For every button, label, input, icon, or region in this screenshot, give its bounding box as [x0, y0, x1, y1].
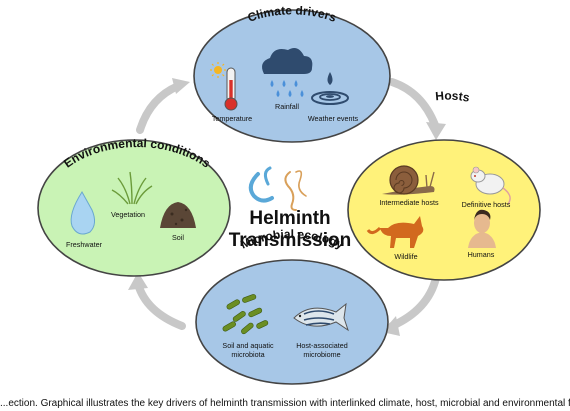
center-title-line2: Transmission	[229, 230, 352, 251]
water-drop-icon	[70, 191, 96, 235]
fox-icon	[366, 216, 424, 248]
thermometer-icon	[224, 67, 238, 111]
climate-item-temperature: Temperature	[212, 114, 252, 123]
rain-cloud-icon	[262, 48, 313, 97]
microbial-ellipse	[195, 259, 389, 385]
hosts-ellipse	[347, 139, 541, 281]
climate-item-weather-events: Weather events	[308, 114, 359, 123]
cycle-arrows	[128, 78, 446, 336]
node-environmental-conditions: Environmental conditions Freshwater Vege…	[37, 136, 231, 277]
node-climate-drivers: Climate drivers Temperature	[193, 3, 391, 143]
water-drop-splash-icon	[311, 72, 349, 105]
microbial-item-microbiota: microbiota	[231, 350, 264, 359]
bacteria-icon	[222, 294, 269, 335]
microbial-item-host-associated: Host-associated	[296, 341, 348, 350]
center-title-line1: Helminth	[249, 208, 330, 229]
arrow-microbial-to-env	[134, 280, 186, 330]
microbial-item-soil-aquatic: Soil and aquatic	[222, 341, 274, 350]
grass-icon	[111, 171, 153, 205]
environmental-ellipse	[37, 139, 231, 277]
hosts-item-humans: Humans	[468, 250, 495, 259]
climate-ellipse	[193, 9, 391, 143]
microbial-item-microbiome: microbiome	[303, 350, 340, 359]
climate-item-rainfall: Rainfall	[275, 102, 299, 111]
arrow-head-climate-hosts	[426, 122, 446, 140]
figure-caption: ...ection. Graphical illustrates the key…	[0, 398, 570, 409]
hosts-item-definitive: Definitive hosts	[462, 200, 511, 209]
arrow-climate-to-hosts	[388, 78, 439, 129]
hosts-item-intermediate: Intermediate hosts	[379, 198, 439, 207]
arrow-env-to-climate	[136, 82, 182, 134]
svg-text:Hosts: Hosts	[435, 89, 471, 105]
arrow-head-env-climate	[172, 78, 190, 94]
sun-icon	[210, 62, 226, 78]
node-hosts: Hosts Intermediate hosts Definitive host…	[347, 89, 541, 281]
human-icon	[468, 209, 496, 248]
environmental-item-vegetation: Vegetation	[111, 210, 145, 219]
environmental-item-soil: Soil	[172, 233, 184, 242]
center-worms-icon	[248, 166, 307, 211]
hosts-title: Hosts	[435, 89, 471, 105]
hosts-item-wildlife: Wildlife	[394, 252, 417, 261]
environmental-item-freshwater: Freshwater	[66, 240, 103, 249]
fish-icon	[293, 302, 349, 332]
arrow-hosts-to-microbial	[388, 274, 440, 330]
soil-mound-icon	[160, 202, 196, 228]
snail-icon	[382, 165, 435, 195]
arrow-head-microbial-env	[128, 272, 148, 290]
rat-icon	[470, 166, 511, 205]
